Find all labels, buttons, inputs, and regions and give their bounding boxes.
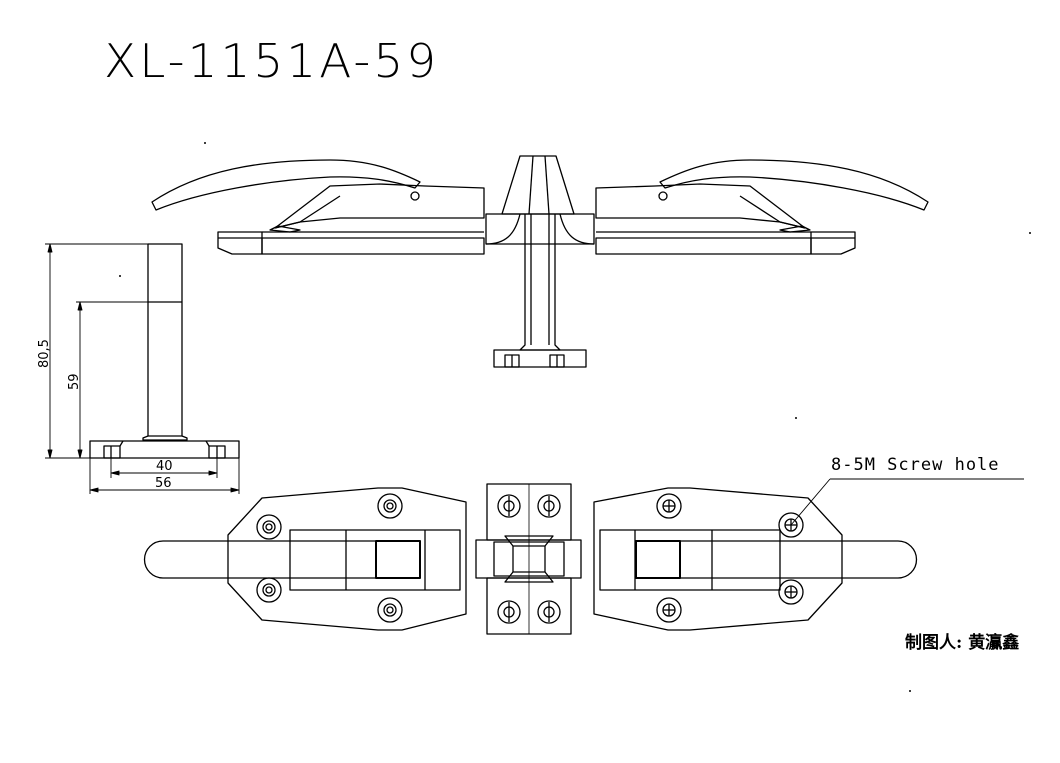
side-view (89, 243, 240, 459)
front-view (151, 155, 929, 368)
dimension-stem-height: 59 (67, 373, 82, 390)
dimension-base-width: 56 (155, 476, 172, 491)
screw-hole-left-2 (377, 493, 403, 519)
dimension-lines (45, 243, 240, 494)
author-credit: 制图人: 黄灜鑫 (905, 633, 1020, 653)
dimension-total-height: 80,5 (37, 339, 52, 368)
top-view (143, 483, 918, 635)
hinge-screw-3 (497, 600, 521, 624)
screw-hole-left-4 (377, 597, 403, 623)
drawing-title: XL-1151A-59 (104, 34, 440, 88)
screw-hole-left-1 (256, 514, 282, 540)
screw-hole-right-1 (656, 493, 682, 519)
hinge-screw-1 (497, 494, 521, 518)
dimension-hole-spacing: 40 (156, 459, 173, 474)
stray-dots (119, 142, 1031, 692)
screw-hole-right-2 (778, 512, 804, 538)
hinge-screw-2 (537, 494, 561, 518)
screw-hole-right-3 (656, 597, 682, 623)
screw-hole-left-3 (256, 577, 282, 603)
screw-hole-callout: 8-5M Screw hole (831, 455, 1000, 475)
callout-leader (790, 478, 1024, 526)
screw-hole-right-4 (778, 579, 804, 605)
hinge-screw-4 (537, 600, 561, 624)
